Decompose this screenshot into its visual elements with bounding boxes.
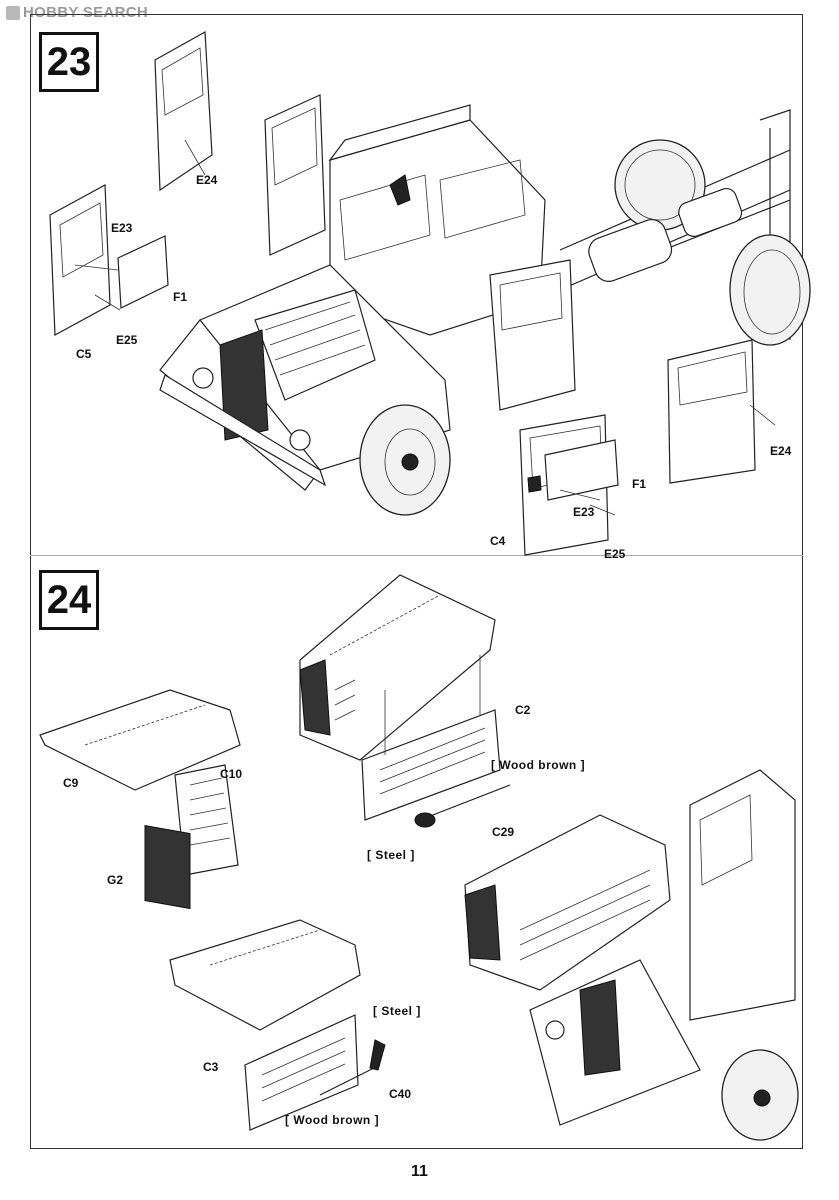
step24-hood-left: [39, 689, 241, 910]
part-label-g2: G2: [107, 873, 124, 887]
step24-hood-main: [299, 574, 511, 828]
step-24-number: 24: [39, 570, 99, 630]
step-23-number: 23: [39, 32, 99, 92]
part-label-c10: C10: [220, 767, 243, 781]
step23-truck: [159, 94, 811, 516]
paint-note-steel-bottom: [ Steel ]: [373, 1004, 421, 1018]
part-label-e25-left: E25: [116, 333, 138, 347]
step-divider: [30, 555, 803, 556]
watermark: HOBBY SEARCH: [6, 4, 148, 21]
part-label-f1-right: F1: [632, 477, 647, 491]
page-number: 11: [411, 1163, 428, 1180]
paint-note-wood-brown-top: [ Wood brown ]: [491, 758, 586, 772]
part-label-c5: C5: [76, 347, 92, 361]
part-label-f1-left: F1: [173, 290, 188, 304]
part-label-e23-right: E23: [573, 505, 595, 519]
part-label-c29: C29: [492, 825, 515, 839]
part-label-e23-left: E23: [111, 221, 133, 235]
part-label-e25-right: E25: [604, 547, 626, 561]
part-label-c2: C2: [515, 703, 531, 717]
step24-hood-bottom: [169, 919, 386, 1131]
part-label-c4: C4: [490, 534, 506, 548]
part-label-e24-right: E24: [770, 444, 792, 458]
step23-door-panels: [49, 31, 776, 556]
watermark-text: HOBBY SEARCH: [23, 4, 149, 21]
paint-note-wood-brown-bottom: [ Wood brown ]: [285, 1113, 380, 1127]
watermark-logo-icon: [6, 5, 20, 20]
instruction-frame: [30, 14, 803, 1149]
part-label-c9: C9: [63, 776, 79, 790]
step24-assembled-truck: [464, 769, 799, 1141]
paint-note-steel-top: [ Steel ]: [367, 848, 415, 862]
part-label-c3: C3: [203, 1060, 219, 1074]
part-label-c40: C40: [389, 1087, 412, 1101]
part-label-e24-top: E24: [196, 173, 218, 187]
